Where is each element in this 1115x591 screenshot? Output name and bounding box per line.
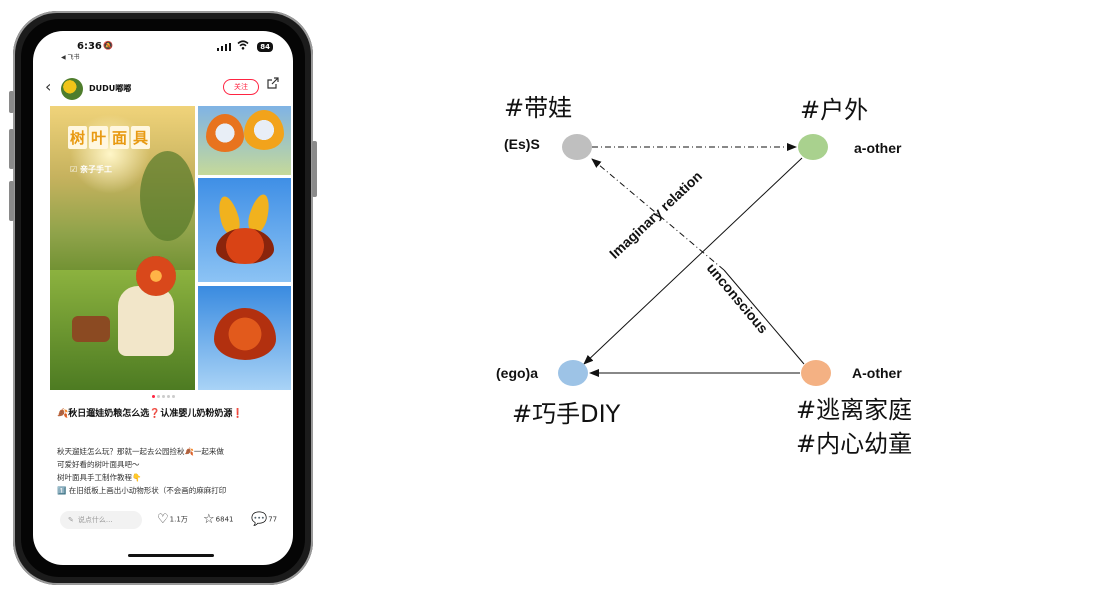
home-indicator[interactable] (128, 554, 214, 557)
status-bar: 6:36 🔕 ◀ 飞书 84 (33, 39, 293, 61)
cover-title-char: 具 (131, 126, 151, 149)
back-chevron-icon[interactable]: ‹ (45, 77, 52, 96)
volume-down-button (9, 181, 14, 221)
leaf-mask-red (214, 308, 276, 360)
star-icon: ☆ (203, 512, 215, 527)
pencil-icon: ✎ (68, 516, 74, 524)
cover-subtitle: ☑ 亲子手工 (70, 165, 112, 174)
share-icon[interactable] (267, 77, 279, 92)
leaf-mask (136, 256, 176, 296)
node-ego-a (558, 360, 588, 386)
heart-icon: ♡ (157, 512, 169, 527)
cover-photo-child-leaf-mask: 树叶面具 ☑ 亲子手工 (50, 106, 195, 390)
status-time: 6:36 (77, 41, 102, 52)
volume-up-button (9, 129, 14, 169)
like-count: 1.1万 (169, 515, 188, 524)
child-figure (118, 286, 174, 356)
cover-title: 树叶面具 (68, 126, 178, 156)
carousel-dot (151, 395, 155, 398)
post-header: ‹ DUDU嘟嘟 关注 (33, 75, 293, 103)
leaf-mask-flower (206, 114, 244, 152)
author-name[interactable]: DUDU嘟嘟 (89, 84, 132, 93)
battery-indicator: 84 (257, 42, 273, 52)
post-body: 秋天遛娃怎么玩？那就一起去公园捡秋🍂一起来做 可爱好看的树叶面具吧～ 树叶面具手… (57, 445, 282, 497)
carousel-dot (171, 395, 175, 398)
post-body-line: 秋天遛娃怎么玩？那就一起去公园捡秋🍂一起来做 (57, 447, 224, 456)
comment-button[interactable]: 💬77 (251, 512, 277, 527)
node-label-es-s: (Es)S (504, 136, 540, 152)
collect-count: 6841 (215, 515, 234, 524)
follow-button[interactable]: 关注 (223, 79, 259, 95)
node-label-a-other-small: a-other (854, 140, 902, 156)
comment-input[interactable]: ✎说点什么... (60, 511, 142, 529)
wifi-icon (237, 40, 249, 53)
edge-aother-to-es (591, 158, 725, 271)
picnic-basket (72, 316, 110, 342)
post-body-line: 1️⃣ 在旧纸板上画出小动物形状（不会画的麻麻打印 (57, 486, 227, 495)
like-button[interactable]: ♡1.1万 (157, 512, 188, 527)
cover-title-char: 叶 (89, 126, 109, 149)
tag-inner-child: #内心幼童 (796, 430, 913, 458)
background-tree (140, 151, 195, 241)
photo-red-leaf-mask (198, 286, 291, 390)
carousel-indicator (33, 395, 293, 398)
post-title: 🍂秋日遛娃奶粮怎么选❓认准婴儿奶粉奶源❗ (57, 409, 244, 419)
carousel-dot (166, 395, 170, 398)
author-avatar[interactable] (61, 78, 83, 100)
comment-count: 77 (268, 515, 278, 524)
edge-imaginary (583, 157, 803, 365)
lacan-schema-l-diagram: (Es)S a-other (ego)a A-other #带娃 #户外 #巧手… (480, 80, 950, 480)
cellular-signal-icon (217, 43, 231, 51)
leaf-mask-flower (244, 110, 284, 150)
tag-dai-wa: #带娃 (504, 94, 573, 122)
node-label-ego-a: (ego)a (496, 365, 538, 381)
comment-bubble-icon: 💬 (251, 512, 268, 527)
cover-title-char: 面 (110, 126, 130, 149)
post-image-carousel[interactable]: 树叶面具 ☑ 亲子手工 (50, 106, 291, 390)
interaction-bar: ✎说点什么... ♡1.1万 ☆6841 💬77 (33, 509, 293, 533)
back-to-app-link[interactable]: ◀ 飞书 (61, 54, 80, 61)
photo-sunflower-masks (198, 106, 291, 175)
post-body-line: 树叶面具手工制作教程👇 (57, 473, 142, 482)
node-a-other-small (798, 134, 828, 160)
tag-hu-wai: #户外 (800, 96, 869, 124)
tag-diy: #巧手DIY (512, 400, 621, 428)
power-button (312, 141, 317, 197)
silent-bell-icon: 🔕 (103, 41, 113, 50)
diagram-edges (583, 143, 805, 377)
comment-placeholder: 说点什么... (77, 516, 113, 524)
node-label-a-other-big: A-other (852, 365, 902, 381)
phone-screen: 6:36 🔕 ◀ 飞书 84 ‹ DUDU嘟嘟 关注 (33, 31, 293, 565)
carousel-dot (156, 395, 160, 398)
phone-mockup: 6:36 🔕 ◀ 飞书 84 ‹ DUDU嘟嘟 关注 (9, 11, 317, 585)
collect-button[interactable]: ☆6841 (203, 512, 233, 527)
tag-escape-family: #逃离家庭 (796, 396, 913, 424)
leaf-mask-face (216, 228, 274, 264)
cover-title-char: 树 (68, 126, 88, 149)
mute-switch (9, 91, 14, 113)
edge-unconscious (723, 269, 805, 365)
node-a-other-big (801, 360, 831, 386)
carousel-dot (161, 395, 165, 398)
node-es-s (562, 134, 592, 160)
photo-rabbit-mask (198, 178, 291, 282)
post-body-line: 可爱好看的树叶面具吧～ (57, 460, 140, 469)
